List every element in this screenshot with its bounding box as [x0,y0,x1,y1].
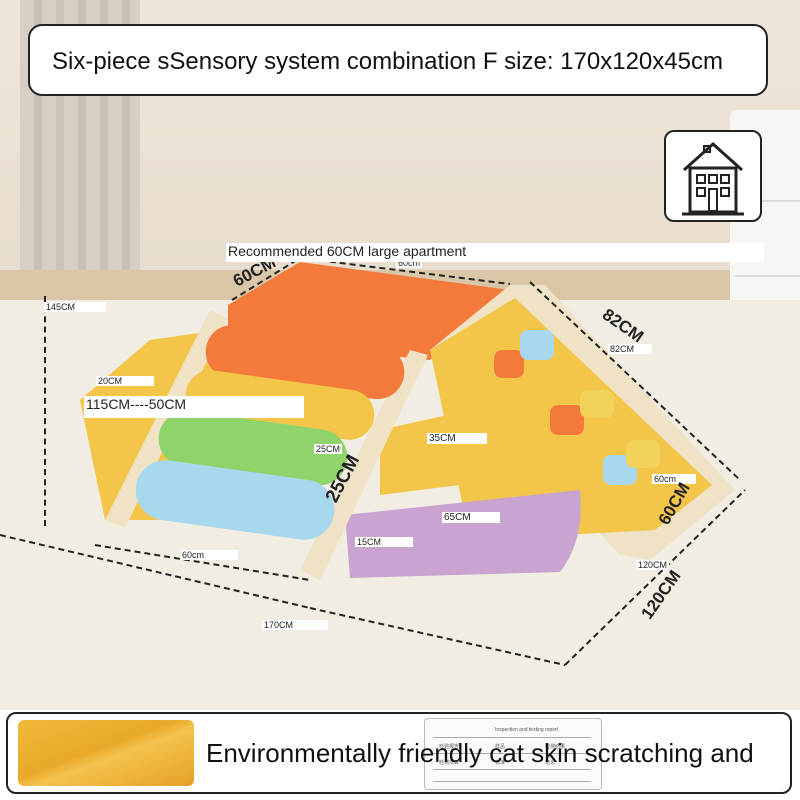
dim-step-mid-small: 25CM [314,444,343,454]
report-cell: 样品 [495,744,506,750]
recommendation-label: Recommended 60CM large apartment [226,243,764,262]
page-title: Six-piece sSensory system combination F … [52,48,723,75]
dim-top-width: 60cm [396,258,423,268]
report-rule [433,769,591,770]
dimension-lines [0,257,746,666]
report-cell: 检测项目 [439,760,460,766]
house-icon [682,141,744,216]
dim-total-width: 170CM [262,620,328,630]
left-wood-side [105,310,228,528]
dim-left-height: 145CM [44,302,106,312]
report-rule [433,753,591,754]
report-cell: 检测结果 [545,744,566,750]
report-cell: 结论 [545,760,556,766]
climb-hold [550,405,584,435]
dim-left-step: 20CM [96,376,154,386]
small-yellow-quarter [380,410,500,495]
report-rule [433,781,591,782]
dim-quarter-top: 35CM [427,433,487,444]
material-banner: Inspection and testing report 检验报告 样品 检测… [6,712,792,794]
dim-quarter-height: 15CM [355,537,413,547]
report-cell: 标准 [495,760,506,766]
dim-front-width-small: 60cm [180,550,238,560]
climb-hold [580,390,614,418]
dim-quarter-bottom: 65CM [442,512,500,523]
test-report-thumbnail: Inspection and testing report 检验报告 样品 检测… [424,718,602,790]
report-cell: 检验报告 [439,744,460,750]
cabinet-drawer-line [735,200,800,202]
climb-hold [520,330,554,360]
product-scene: 60CM 60cm 145CM 82CM 82CM 20CM 25CM 25CM… [0,0,800,710]
dim-front-depth-small: 120CM [636,560,670,570]
report-rule [433,737,591,738]
purple-quarter [345,490,581,578]
material-description: Environmentally friendly cat skin scratc… [206,738,754,768]
title-banner: Six-piece sSensory system combination F … [28,24,768,96]
climb-hold [494,350,524,378]
roller-blue [135,460,335,540]
dim-right-length-small: 82CM [608,344,652,354]
leather-swatch [18,720,194,786]
climb-hold [626,440,660,468]
cabinet-drawer-line [735,275,800,277]
middle-wood-side [300,350,428,580]
dimension-range-label: 115CM----50CM [84,396,304,418]
height-dimension-line [44,296,46,526]
dim-slope-small: 60cm [652,474,696,484]
report-heading: Inspection and testing report [495,727,559,733]
house-badge [664,130,762,222]
